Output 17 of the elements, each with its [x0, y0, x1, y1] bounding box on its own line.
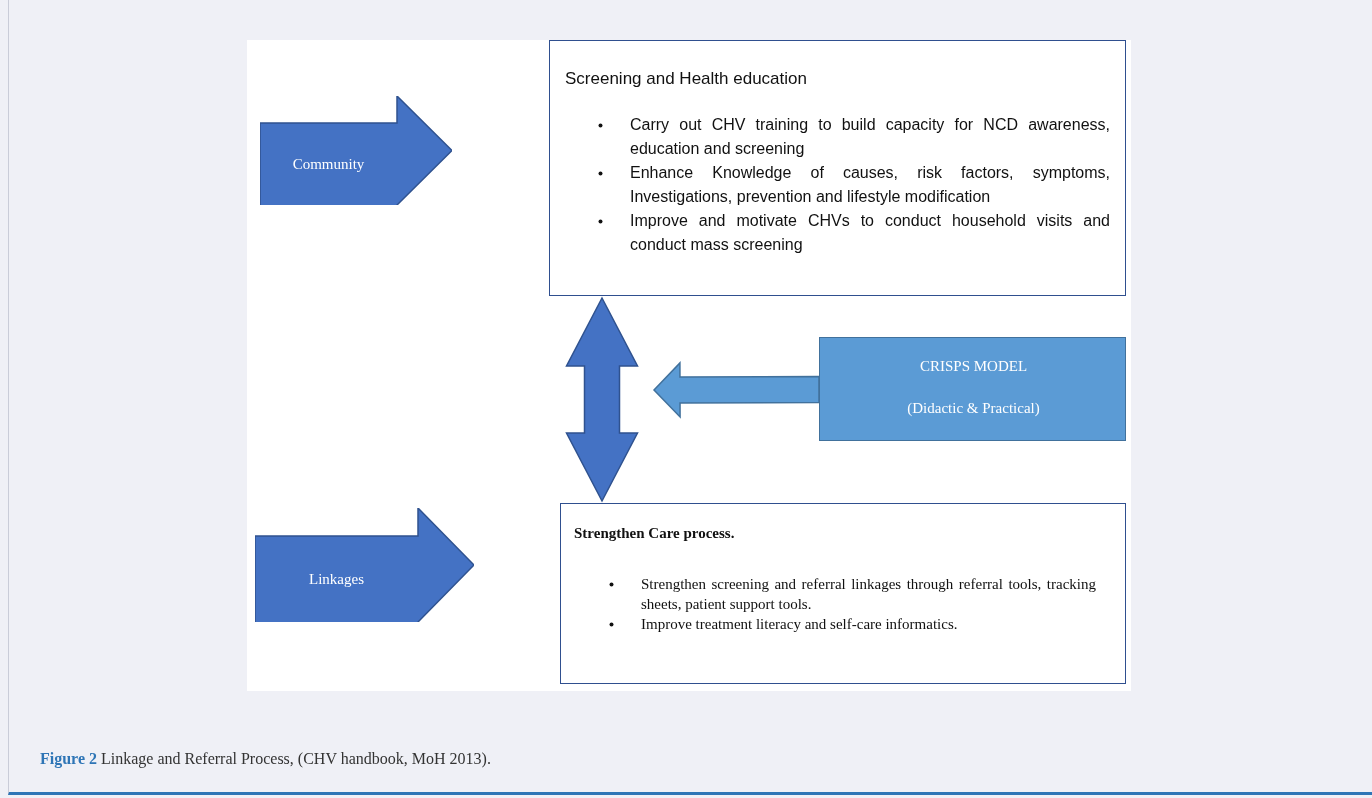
box-heading: Screening and Health education: [565, 69, 807, 89]
text-box: [549, 40, 1126, 296]
block-arrow: [652, 361, 820, 419]
bullet-item: Carry out CHV training to build capacity for NCD awareness, education and screening: [630, 115, 1110, 159]
callout-subtitle: (Didactic & Practical): [906, 400, 1041, 417]
block-arrow: [565, 296, 639, 503]
arrow-label: Linkages: [308, 570, 365, 588]
bullet-item: Improve treatment literacy and self-care informatics.: [641, 615, 959, 634]
box-heading: Strengthen Care process.: [574, 525, 735, 542]
bullet-item: Enhance Knowledge of causes, risk factors, symptoms, Investigations, prevention and lifestyle modification: [630, 163, 1110, 207]
callout-box: [819, 337, 1126, 441]
text-box: [560, 503, 1126, 684]
figure-caption: Figure 2 Linkage and Referral Process, (CHV handbook, MoH 2013).: [40, 750, 491, 768]
bullet-item: Improve and motivate CHVs to conduct household visits and conduct mass screening: [630, 211, 1110, 255]
arrow-label: Community: [291, 156, 366, 173]
bullet-item: Strengthen screening and referral linkages through referral tools, tracking sheets, patient support tools.: [641, 575, 1096, 614]
callout-title: CRISPS MODEL: [918, 358, 1029, 375]
